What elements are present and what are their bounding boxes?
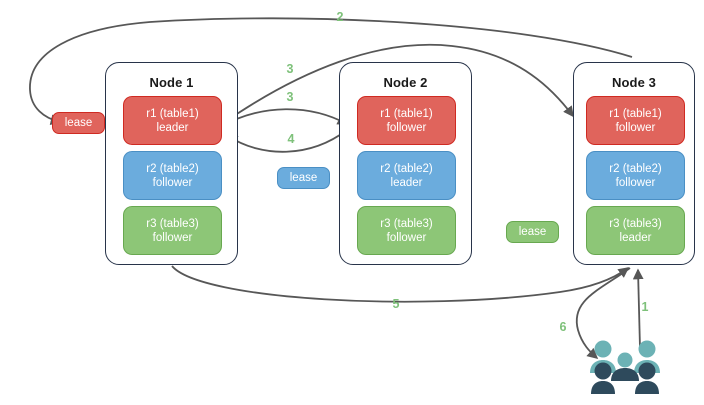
lease-chip-r3[interactable]: lease [506,221,559,243]
node-title: Node 3 [612,75,656,90]
replica-r2[interactable]: r2 (table2) follower [586,151,685,200]
replica-role: follower [615,176,656,189]
replica-name: r1 (table1) [380,107,433,120]
replica-role: leader [156,121,189,134]
users-group-icon [590,340,660,394]
replica-role: follower [386,231,427,244]
replica-r1[interactable]: r1 (table1) follower [357,96,456,145]
replica-name: r3 (table3) [609,217,662,230]
node-box-node3[interactable]: Node 3 r1 (table1) follower r2 (table2) … [573,62,695,265]
node-title: Node 1 [149,75,194,90]
step-label-5: 5 [392,297,400,311]
replica-role: follower [152,231,193,244]
replica-name: r2 (table2) [380,162,433,175]
replica-role: leader [390,176,423,189]
replica-role: follower [615,121,656,134]
replica-r2[interactable]: r2 (table2) follower [123,151,222,200]
step-label-4: 4 [287,132,295,146]
step-label-2: 2 [336,10,344,24]
replica-name: r2 (table2) [146,162,199,175]
step-label-3b: 3 [286,90,294,104]
replica-r3[interactable]: r3 (table3) leader [586,206,685,255]
replica-r1[interactable]: r1 (table1) leader [123,96,222,145]
replica-name: r2 (table2) [609,162,662,175]
node-box-node1[interactable]: Node 1 r1 (table1) leader r2 (table2) fo… [105,62,238,265]
replica-role: leader [619,231,652,244]
replica-r1[interactable]: r1 (table1) follower [586,96,685,145]
lease-chip-r2[interactable]: lease [277,167,330,189]
lease-chip-r1[interactable]: lease [52,112,105,134]
replica-r2[interactable]: r2 (table2) leader [357,151,456,200]
step-label-3a: 3 [286,62,294,76]
node-box-node2[interactable]: Node 2 r1 (table1) follower r2 (table2) … [339,62,472,265]
edge-step-3-to-node2 [221,108,349,127]
replica-role: follower [386,121,427,134]
replica-name: r1 (table1) [609,107,662,120]
replica-r3[interactable]: r3 (table3) follower [357,206,456,255]
step-label-1: 1 [641,300,649,314]
replica-name: r3 (table3) [380,217,433,230]
replica-role: follower [152,176,193,189]
node-title: Node 2 [383,75,428,90]
step-label-6: 6 [559,320,567,334]
replica-r3[interactable]: r3 (table3) follower [123,206,222,255]
replica-name: r1 (table1) [146,107,199,120]
replica-name: r3 (table3) [146,217,199,230]
